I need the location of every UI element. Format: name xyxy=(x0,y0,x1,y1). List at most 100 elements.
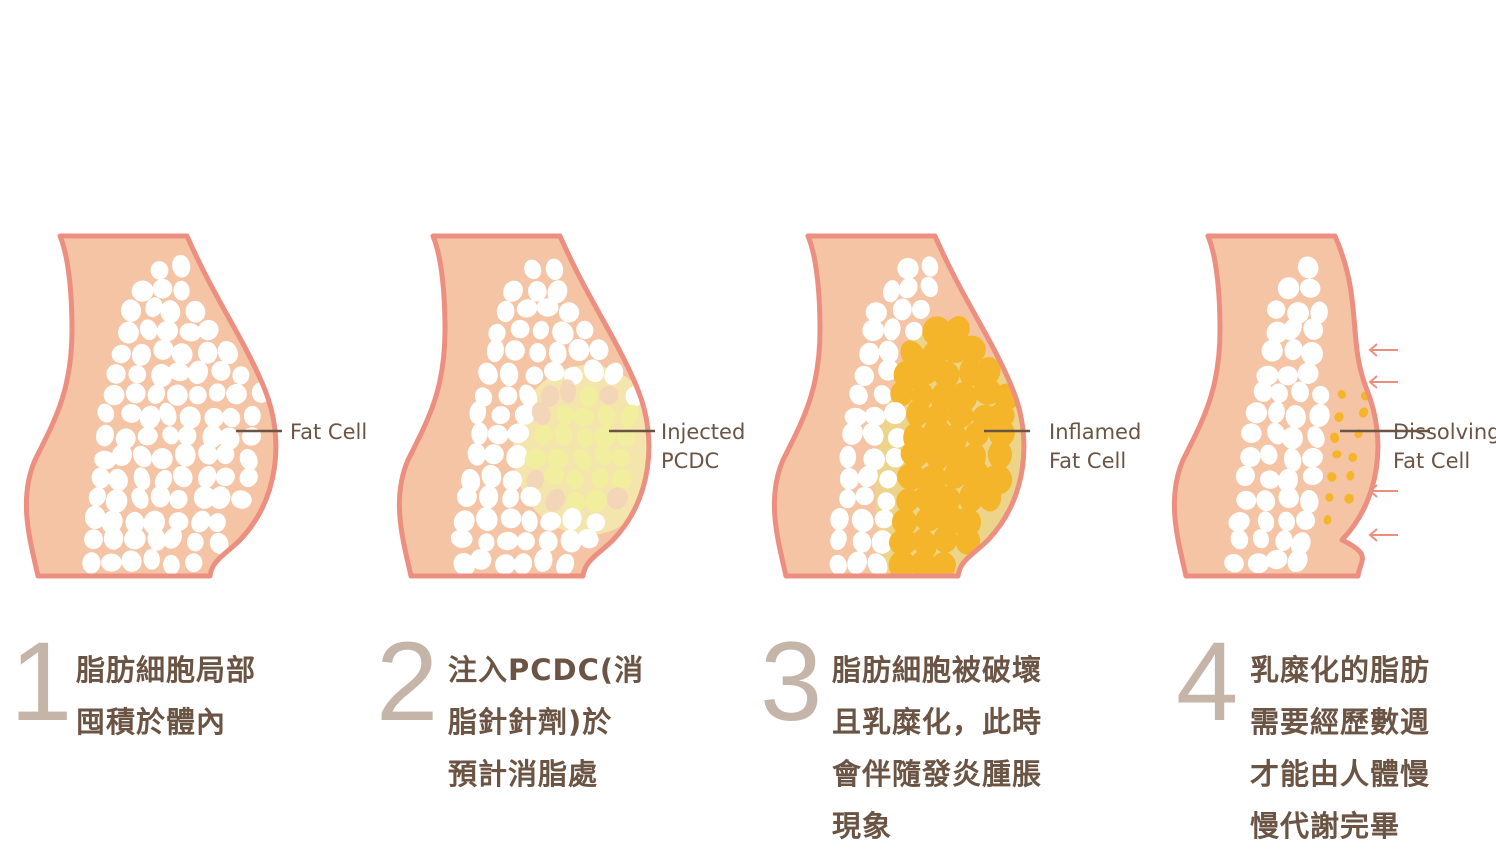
fat-cell xyxy=(179,323,202,342)
panel-2-illustration xyxy=(396,233,655,579)
fat-cell xyxy=(1297,256,1319,279)
fat-cell xyxy=(1268,401,1285,424)
fat-cell xyxy=(1261,339,1283,362)
fat-cell xyxy=(478,362,498,385)
fat-cell xyxy=(226,383,247,405)
fat-cell xyxy=(191,510,211,533)
fat-cell xyxy=(864,406,886,426)
fat-cell xyxy=(1310,301,1328,324)
fat-cell xyxy=(101,510,123,534)
fat-cell xyxy=(874,509,894,529)
fat-cell xyxy=(504,340,525,361)
fat-cell xyxy=(534,548,553,572)
tissue-outline xyxy=(396,233,652,579)
fat-cell xyxy=(538,531,558,552)
fat-cell xyxy=(491,406,511,425)
fat-cell xyxy=(198,466,217,489)
step-description: 注入PCDC(消 脂針針劑)於 預計消脂處 xyxy=(448,644,644,800)
compression-arrow-icon xyxy=(1368,484,1398,498)
fat-cell xyxy=(516,299,538,318)
fat-cell xyxy=(521,510,538,532)
fat-cell xyxy=(470,549,492,570)
fat-cell xyxy=(187,360,209,384)
fat-cell xyxy=(1278,468,1298,493)
fat-cell xyxy=(830,507,849,531)
inflamed-fat-cell xyxy=(597,405,616,427)
fat-cell xyxy=(1235,465,1255,487)
fat-cell xyxy=(507,423,530,444)
fat-cell xyxy=(879,470,897,489)
fat-cell xyxy=(547,280,568,304)
fat-cell xyxy=(1224,553,1244,573)
inflamed-fat-cell xyxy=(1332,450,1342,459)
fat-cell xyxy=(143,548,160,570)
inflamed-fat-cell xyxy=(890,381,914,407)
fat-cell xyxy=(139,319,158,341)
fat-cell xyxy=(548,341,567,365)
fat-cell xyxy=(532,321,550,340)
fat-cell xyxy=(91,467,111,489)
inflamed-fat-cell xyxy=(910,550,937,576)
step-description: 脂肪細胞局部 囤積於體內 xyxy=(76,644,256,748)
fat-cell xyxy=(1303,318,1324,340)
fat-cell xyxy=(456,486,477,507)
fat-cell xyxy=(1256,490,1276,512)
fat-cell xyxy=(115,428,136,449)
fat-cell xyxy=(583,359,604,383)
fat-cell xyxy=(510,319,530,339)
fat-cell xyxy=(1247,553,1270,574)
fat-cell xyxy=(239,467,258,488)
inflamed-fat-cell xyxy=(572,407,594,427)
inflamed-fat-cell xyxy=(944,316,970,345)
fat-cell xyxy=(222,407,241,428)
fat-cell xyxy=(1312,385,1330,405)
fat-cell xyxy=(486,339,504,363)
compression-arrow-icon xyxy=(1368,528,1398,542)
inflamed-fat-cell xyxy=(1334,412,1344,423)
fat-cell xyxy=(911,299,930,319)
fat-cell xyxy=(1287,549,1308,573)
fat-cell xyxy=(94,450,116,470)
fat-cell xyxy=(120,299,142,322)
inflamed-fat-cell xyxy=(559,379,577,403)
fat-cell xyxy=(163,554,180,575)
fat-cell xyxy=(156,320,179,342)
inflamed-fat-cell xyxy=(526,469,544,491)
step-description: 乳糜化的脂肪 需要經歷數週 才能由人體慢 慢代謝完畢 xyxy=(1250,644,1430,852)
fat-cell xyxy=(867,553,888,576)
fat-cell xyxy=(84,505,106,529)
inflamed-fat-cell xyxy=(933,361,960,388)
fat-cell xyxy=(125,511,145,534)
inflamed-fat-cell xyxy=(1337,389,1346,399)
fat-cell xyxy=(883,280,900,303)
fat-cell xyxy=(524,259,542,280)
fat-cell xyxy=(215,467,235,487)
fat-cell xyxy=(552,321,574,345)
fat-cell xyxy=(145,297,163,318)
inflamed-fat-cell xyxy=(891,508,918,535)
inflamed-fat-cell xyxy=(534,425,553,445)
fat-cell xyxy=(204,407,224,428)
inflamed-fat-cell xyxy=(922,316,952,347)
fat-cell xyxy=(604,362,624,385)
fat-cell xyxy=(111,444,133,466)
desc-line: 注入PCDC(消 xyxy=(448,653,645,687)
inflamed-fat-cell xyxy=(545,488,565,512)
inflamed-fat-cell xyxy=(987,439,1013,470)
fat-cell xyxy=(1259,470,1280,489)
inflamed-fat-cell xyxy=(1323,515,1332,525)
inflamed-fat-cell xyxy=(544,465,565,485)
fat-cell xyxy=(1277,277,1300,300)
fat-cell xyxy=(137,426,158,446)
inflamed-fat-cell xyxy=(933,525,958,553)
inflamed-fat-cell xyxy=(888,528,918,556)
fat-cell xyxy=(514,404,535,425)
fat-cell xyxy=(1300,490,1319,513)
fat-cell xyxy=(562,507,582,530)
fat-cell xyxy=(545,258,564,281)
fat-cell xyxy=(506,444,528,469)
desc-line: 脂肪細胞被破壞 xyxy=(832,653,1043,687)
inflamed-fat-cell xyxy=(888,550,916,576)
desc-line: 才能由人體慢 xyxy=(1250,757,1431,791)
